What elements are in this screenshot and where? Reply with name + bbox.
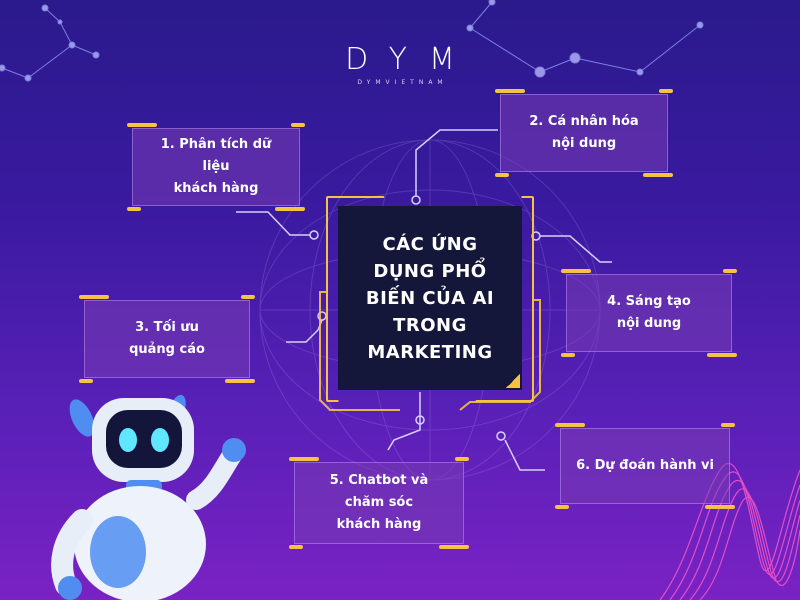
constellation-icon [0,4,100,82]
card-chatbot-customer-care: 5. Chatbot và chăm sóc khách hàng [289,457,469,549]
card-label: 5. Chatbot và [329,473,429,488]
center-title-box: CÁC ỨNG DỤNG PHỔ BIẾN CỦA AI TRONG MARKE… [338,206,522,390]
card-label: 3. Tối ưu [135,320,199,335]
robot-icon [51,394,246,600]
brand-logo: DYM DYMVIETNAM [0,42,800,86]
center-notch [506,374,520,388]
circuit-line-icon [236,129,612,471]
card-label: khách hàng [173,181,259,196]
card-content-creation: 4. Sáng tạo nội dung [561,269,737,357]
card-ad-optimization: 3. Tối ưu quảng cáo [79,295,255,383]
card-label: khách hàng [336,517,422,532]
card-label: 1. Phân tích dữ liệu [160,137,272,174]
card-content-personalization: 2. Cá nhân hóa nội dung [495,89,673,177]
card-label: nội dung [551,136,617,151]
card-label: chăm sóc [344,495,414,510]
wave-icon [659,462,800,600]
card-label: 6. Dự đoán hành vi [576,458,714,473]
logo-sub-text: DYMVIETNAM [357,79,448,86]
card-label: 2. Cá nhân hóa [529,114,639,129]
card-label: nội dung [616,316,682,331]
center-title: CÁC ỨNG DỤNG PHỔ BIẾN CỦA AI TRONG MARKE… [365,233,495,363]
card-label: 4. Sáng tạo [607,294,691,309]
constellation-icon [466,0,704,78]
circuit-line-icon [319,291,541,411]
card-customer-data-analysis: 1. Phân tích dữ liệu khách hàng [127,123,305,211]
logo-main-text: DYM [345,42,477,77]
card-behavior-prediction: 6. Dự đoán hành vi [555,423,735,509]
card-label: quảng cáo [129,342,205,357]
